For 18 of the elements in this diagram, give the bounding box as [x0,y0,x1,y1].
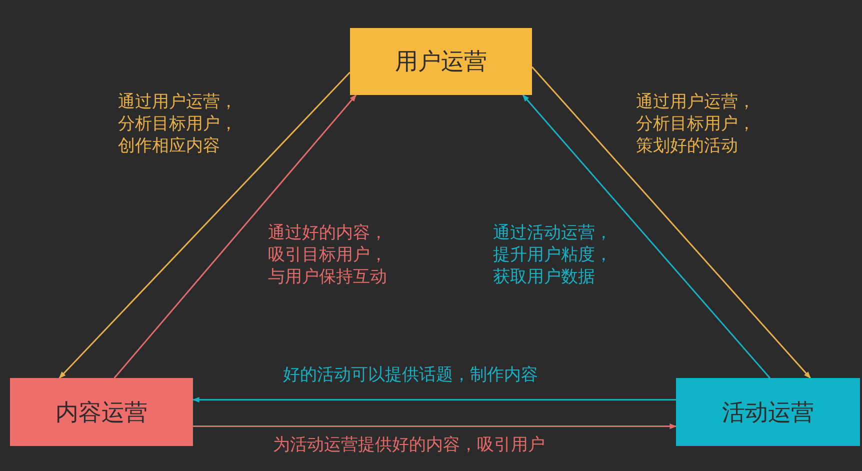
arrow [192,396,676,403]
edge-label: 通过用户运营，分析目标用户，创作相应内容 [118,91,238,158]
arrow [522,94,770,378]
edge-label: 通过好的内容，吸引目标用户，与用户保持互动 [268,222,388,288]
process-box [10,378,193,446]
process-box [350,28,532,95]
edge-label: 通过活动运营，提升用户粘度，获取用户数据 [493,222,613,288]
arrow [58,72,351,379]
node-label: 活动运营 [722,398,814,428]
node-label: 内容运营 [56,398,148,428]
node-label: 用户运营 [395,48,487,77]
edge-label: 通过用户运营，分析目标用户，策划好的活动 [636,91,756,158]
edge-label: 好的活动可以提供话题，制作内容 [283,364,538,386]
arrow [531,66,811,379]
arrow [193,423,677,430]
process-box [676,378,860,446]
edge-label: 为活动运营提供好的内容，吸引用户 [273,434,545,456]
arrow [114,94,357,378]
